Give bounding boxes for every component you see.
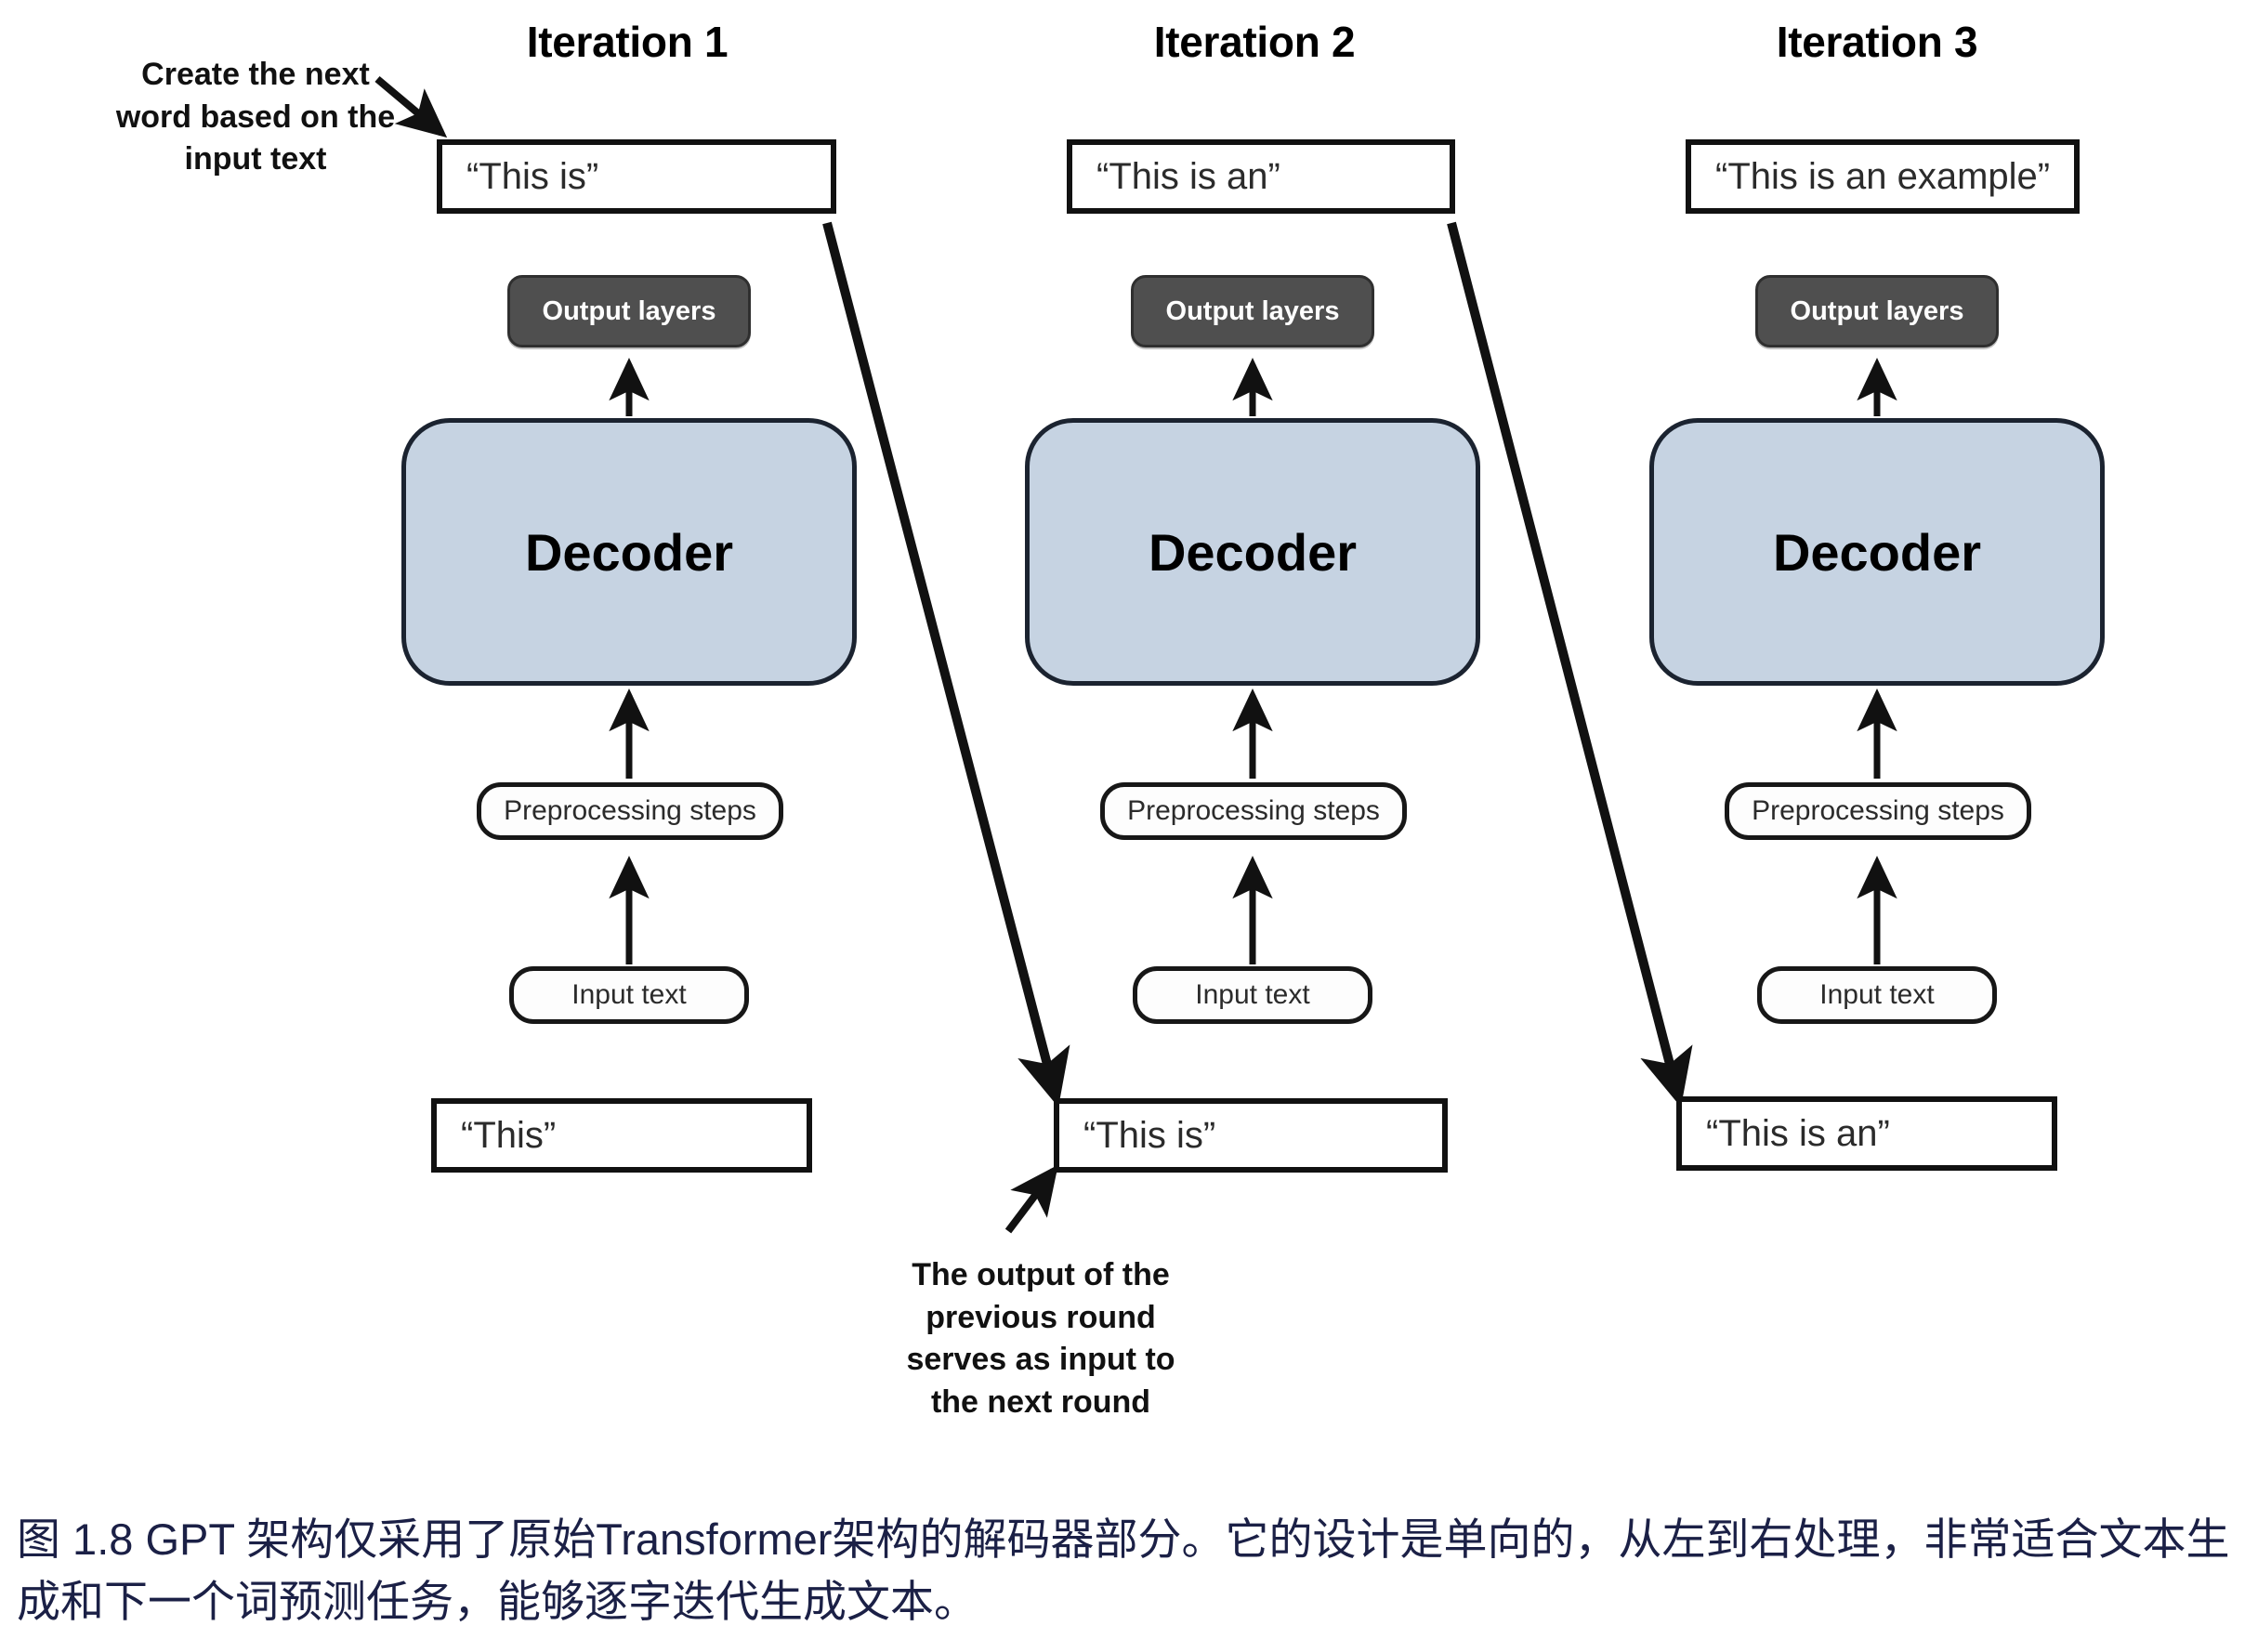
iteration-3-decoder-box: Decoder <box>1649 418 2105 686</box>
iteration-1-decoder-box: Decoder <box>401 418 857 686</box>
iteration-2-title: Iteration 2 <box>1153 18 1356 66</box>
iteration-3-output-sentence-text: “This is an example” <box>1715 155 2051 197</box>
iteration-1-output-sentence-box: “This is” <box>437 139 836 214</box>
iteration-2-input-sentence-box: “This is” <box>1054 1098 1448 1173</box>
iteration-1-title: Iteration 1 <box>526 18 729 66</box>
iteration-2-preprocessing-box: Preprocessing steps <box>1100 782 1407 840</box>
iteration-3-input-sentence-box: “This is an” <box>1676 1096 2057 1171</box>
iteration-2-decoder-label: Decoder <box>1148 522 1358 582</box>
iteration-2-output-sentence-box: “This is an” <box>1067 139 1455 214</box>
annotation-create-next-word: Create the next word based on the input … <box>115 57 396 177</box>
iteration-1-decoder-label: Decoder <box>524 522 734 582</box>
iteration-3-preprocessing-label: Preprocessing steps <box>1752 795 2004 826</box>
iteration-3-title: Iteration 3 <box>1776 18 1978 66</box>
iteration-1-input-sentence-text: “This” <box>461 1114 557 1156</box>
iteration-3-output-sentence-box: “This is an example” <box>1686 139 2080 214</box>
iteration-2-input-sentence-text: “This is” <box>1083 1114 1216 1156</box>
iteration-2-output-layers-label: Output layers <box>1165 295 1340 326</box>
iteration-3-input-text-label: Input text <box>1819 979 1935 1010</box>
iteration-1-output-sentence-text: “This is” <box>466 155 599 197</box>
diagonal-arrow-iter1-to-iter2 <box>822 221 1070 1108</box>
iteration-2-decoder-box: Decoder <box>1025 418 1480 686</box>
iteration-2-input-text-label: Input text <box>1195 979 1310 1010</box>
iteration-2-input-text-box: Input text <box>1133 966 1372 1024</box>
iteration-1-input-text-box: Input text <box>509 966 749 1024</box>
iteration-3-decoder-label: Decoder <box>1772 522 1982 582</box>
iteration-1-output-layers-label: Output layers <box>542 295 716 326</box>
annotation-arrow-output-previous-round <box>1004 1164 1058 1234</box>
iteration-1-input-text-label: Input text <box>571 979 687 1010</box>
diagonal-arrow-iter2-to-iter3 <box>1447 221 1693 1108</box>
iteration-1-input-sentence-box: “This” <box>431 1098 812 1173</box>
iteration-3-output-layers-label: Output layers <box>1790 295 1964 326</box>
figure-caption: 图 1.8 GPT 架构仅采用了原始Transformer架构的解码器部分。它的… <box>17 1514 2230 1626</box>
iteration-1-preprocessing-label: Preprocessing steps <box>504 795 756 826</box>
iteration-1-output-layers-box: Output layers <box>507 275 751 347</box>
iteration-2-output-sentence-text: “This is an” <box>1096 155 1280 197</box>
iteration-3-input-text-box: Input text <box>1757 966 1997 1024</box>
iteration-3-preprocessing-box: Preprocessing steps <box>1725 782 2031 840</box>
annotation-output-previous-round: The output of the previous round serves … <box>906 1257 1175 1420</box>
iteration-1-preprocessing-box: Preprocessing steps <box>477 782 783 840</box>
iteration-2-output-layers-box: Output layers <box>1131 275 1374 347</box>
iteration-2-preprocessing-label: Preprocessing steps <box>1127 795 1380 826</box>
iteration-3-output-layers-box: Output layers <box>1755 275 1999 347</box>
iteration-3-input-sentence-text: “This is an” <box>1706 1112 1890 1154</box>
